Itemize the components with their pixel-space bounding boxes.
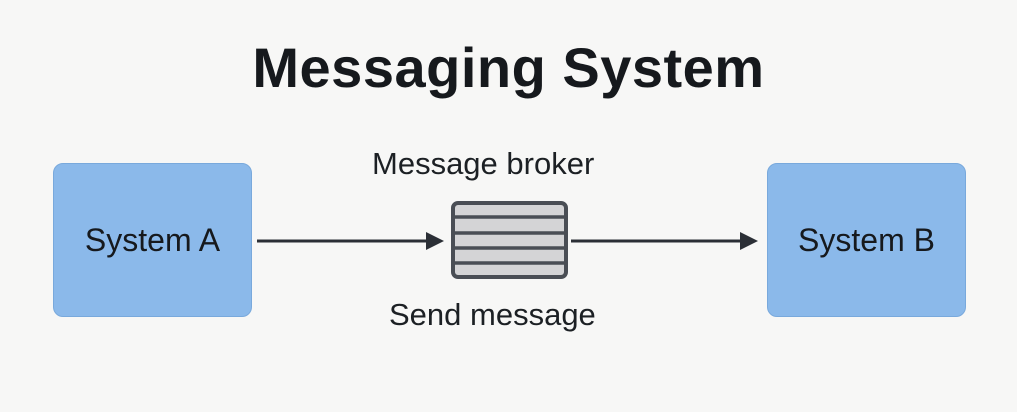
diagram-title: Messaging System bbox=[252, 36, 765, 99]
send-message-label: Send message bbox=[389, 297, 596, 332]
system-b-box: System B bbox=[767, 163, 966, 317]
arrow-a-to-broker bbox=[257, 232, 444, 250]
system-a-label: System A bbox=[84, 222, 221, 258]
message-queue-icon bbox=[451, 201, 568, 279]
system-a-box: System A bbox=[53, 163, 252, 317]
arrow-broker-to-b bbox=[571, 232, 758, 250]
system-b-label: System B bbox=[798, 222, 935, 258]
message-broker-label: Message broker bbox=[372, 146, 595, 181]
